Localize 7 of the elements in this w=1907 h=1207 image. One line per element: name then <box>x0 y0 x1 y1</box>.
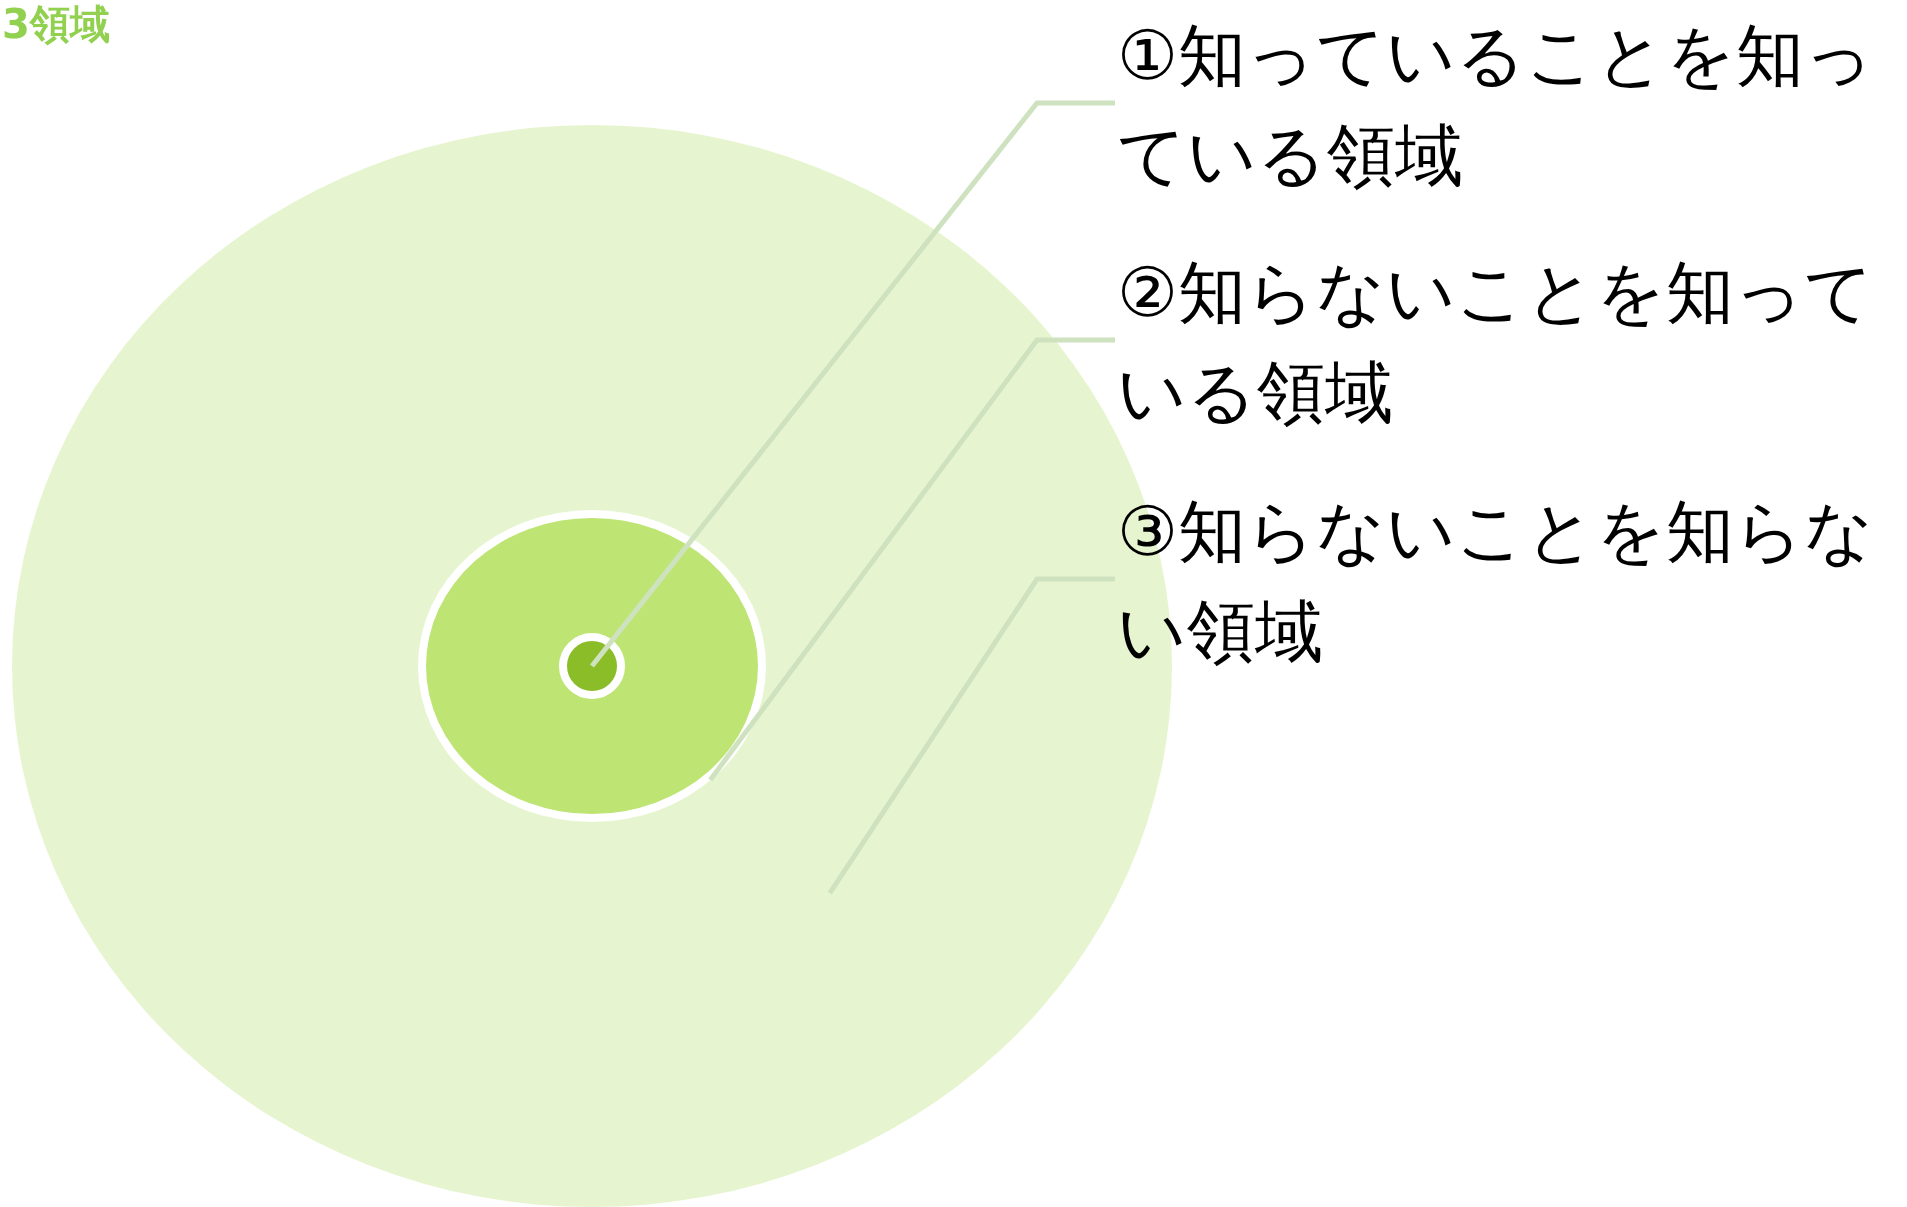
leader-line <box>827 576 1115 895</box>
leader-line <box>708 337 1115 782</box>
region-label: ②知らないことを知っている領域 <box>1117 243 1902 443</box>
region-label: ③知らないことを知らない領域 <box>1117 482 1902 682</box>
leader-line <box>590 100 1115 668</box>
title: 3領域 <box>2 0 110 48</box>
region-label: ①知っていることを知っている領域 <box>1117 6 1902 206</box>
